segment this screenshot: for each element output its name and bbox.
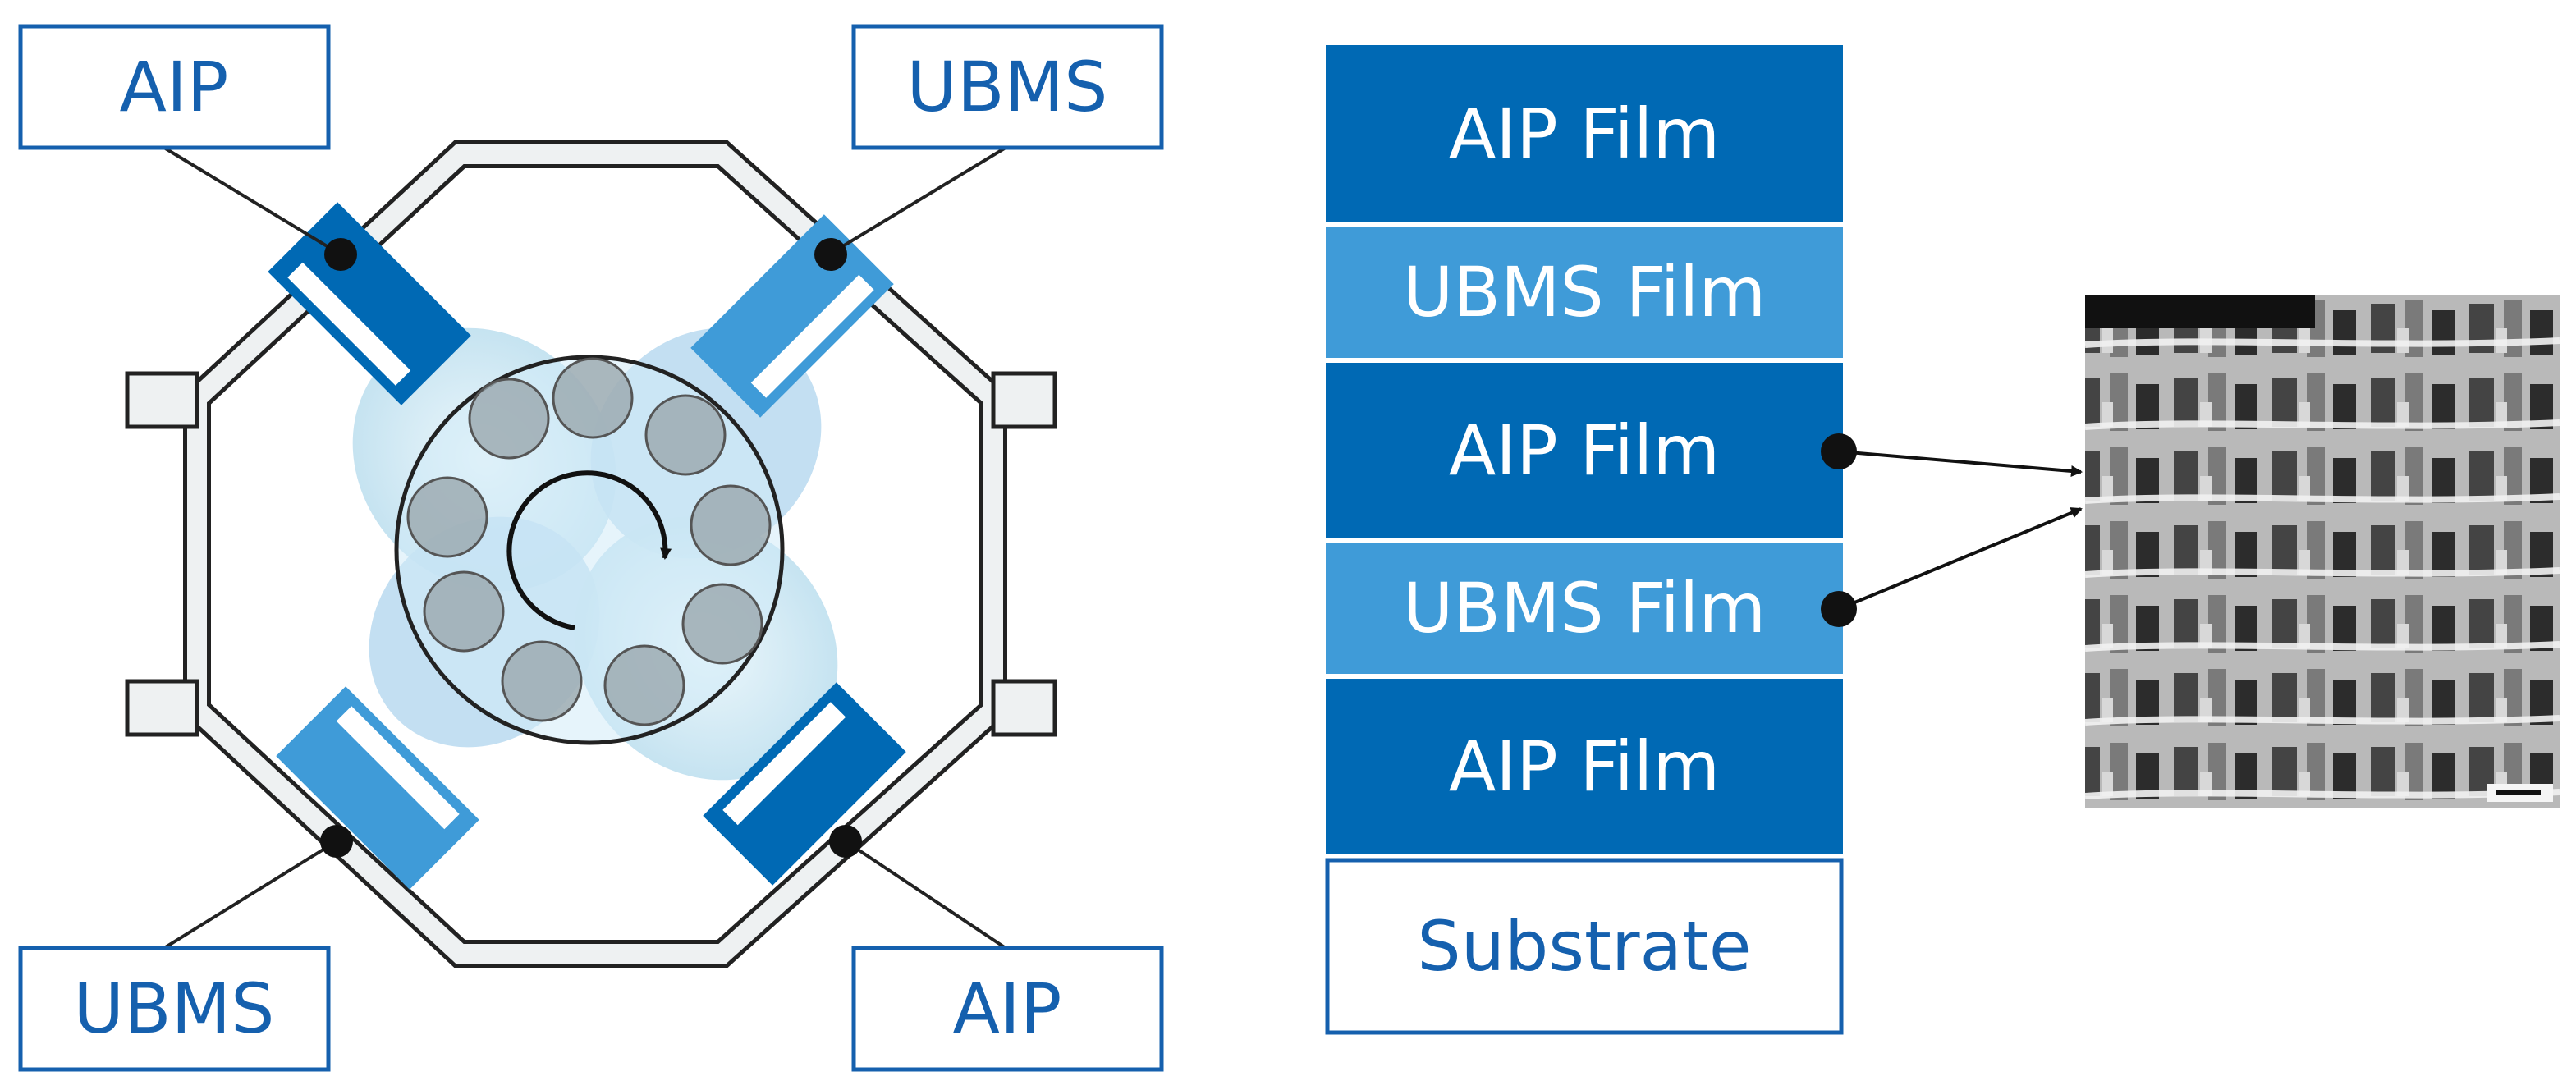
pointer-dots — [1821, 433, 1857, 627]
layer-aip-1: AIP Film — [1326, 45, 1843, 222]
label-box-top-right: UBMS — [851, 24, 1164, 150]
label-dots — [320, 238, 862, 858]
layer-label: AIP Film — [1449, 726, 1720, 807]
layer-label: Substrate — [1417, 906, 1751, 987]
label-box-bottom-right: AIP — [851, 946, 1164, 1072]
tem-micrograph — [2084, 295, 2560, 808]
label-aip-bottom-right: AIP — [953, 969, 1062, 1049]
layer-label: UBMS Film — [1403, 252, 1766, 332]
layer-ubms-1: UBMS Film — [1326, 227, 1843, 358]
label-box-bottom-left: UBMS — [18, 946, 331, 1072]
label-aip-top-left: AIP — [120, 47, 229, 127]
target-bottom-left — [276, 686, 479, 890]
layer-stack: AIP Film UBMS Film AIP Film UBMS Film AI… — [1325, 45, 1844, 1035]
layer-aip-3: AIP Film — [1326, 679, 1843, 854]
label-ubms-top-right: UBMS — [907, 47, 1108, 127]
layer-label: UBMS Film — [1403, 568, 1766, 648]
target-top-left — [268, 202, 471, 405]
layer-substrate: Substrate — [1325, 858, 1844, 1035]
layer-label: AIP Film — [1449, 94, 1720, 174]
layer-label: AIP Film — [1449, 410, 1720, 491]
vacuum-chamber — [125, 140, 1057, 968]
label-box-top-left: AIP — [18, 24, 331, 150]
micrograph-pointers — [1838, 450, 2083, 611]
layer-ubms-2: UBMS Film — [1326, 543, 1843, 674]
layer-aip-2: AIP Film — [1326, 363, 1843, 538]
label-connectors — [163, 146, 1007, 950]
label-ubms-bottom-left: UBMS — [74, 969, 275, 1049]
rotation-arrow — [506, 470, 672, 630]
rotating-table — [394, 355, 785, 745]
target-bottom-right — [703, 682, 906, 886]
substrate-holders — [406, 357, 772, 726]
